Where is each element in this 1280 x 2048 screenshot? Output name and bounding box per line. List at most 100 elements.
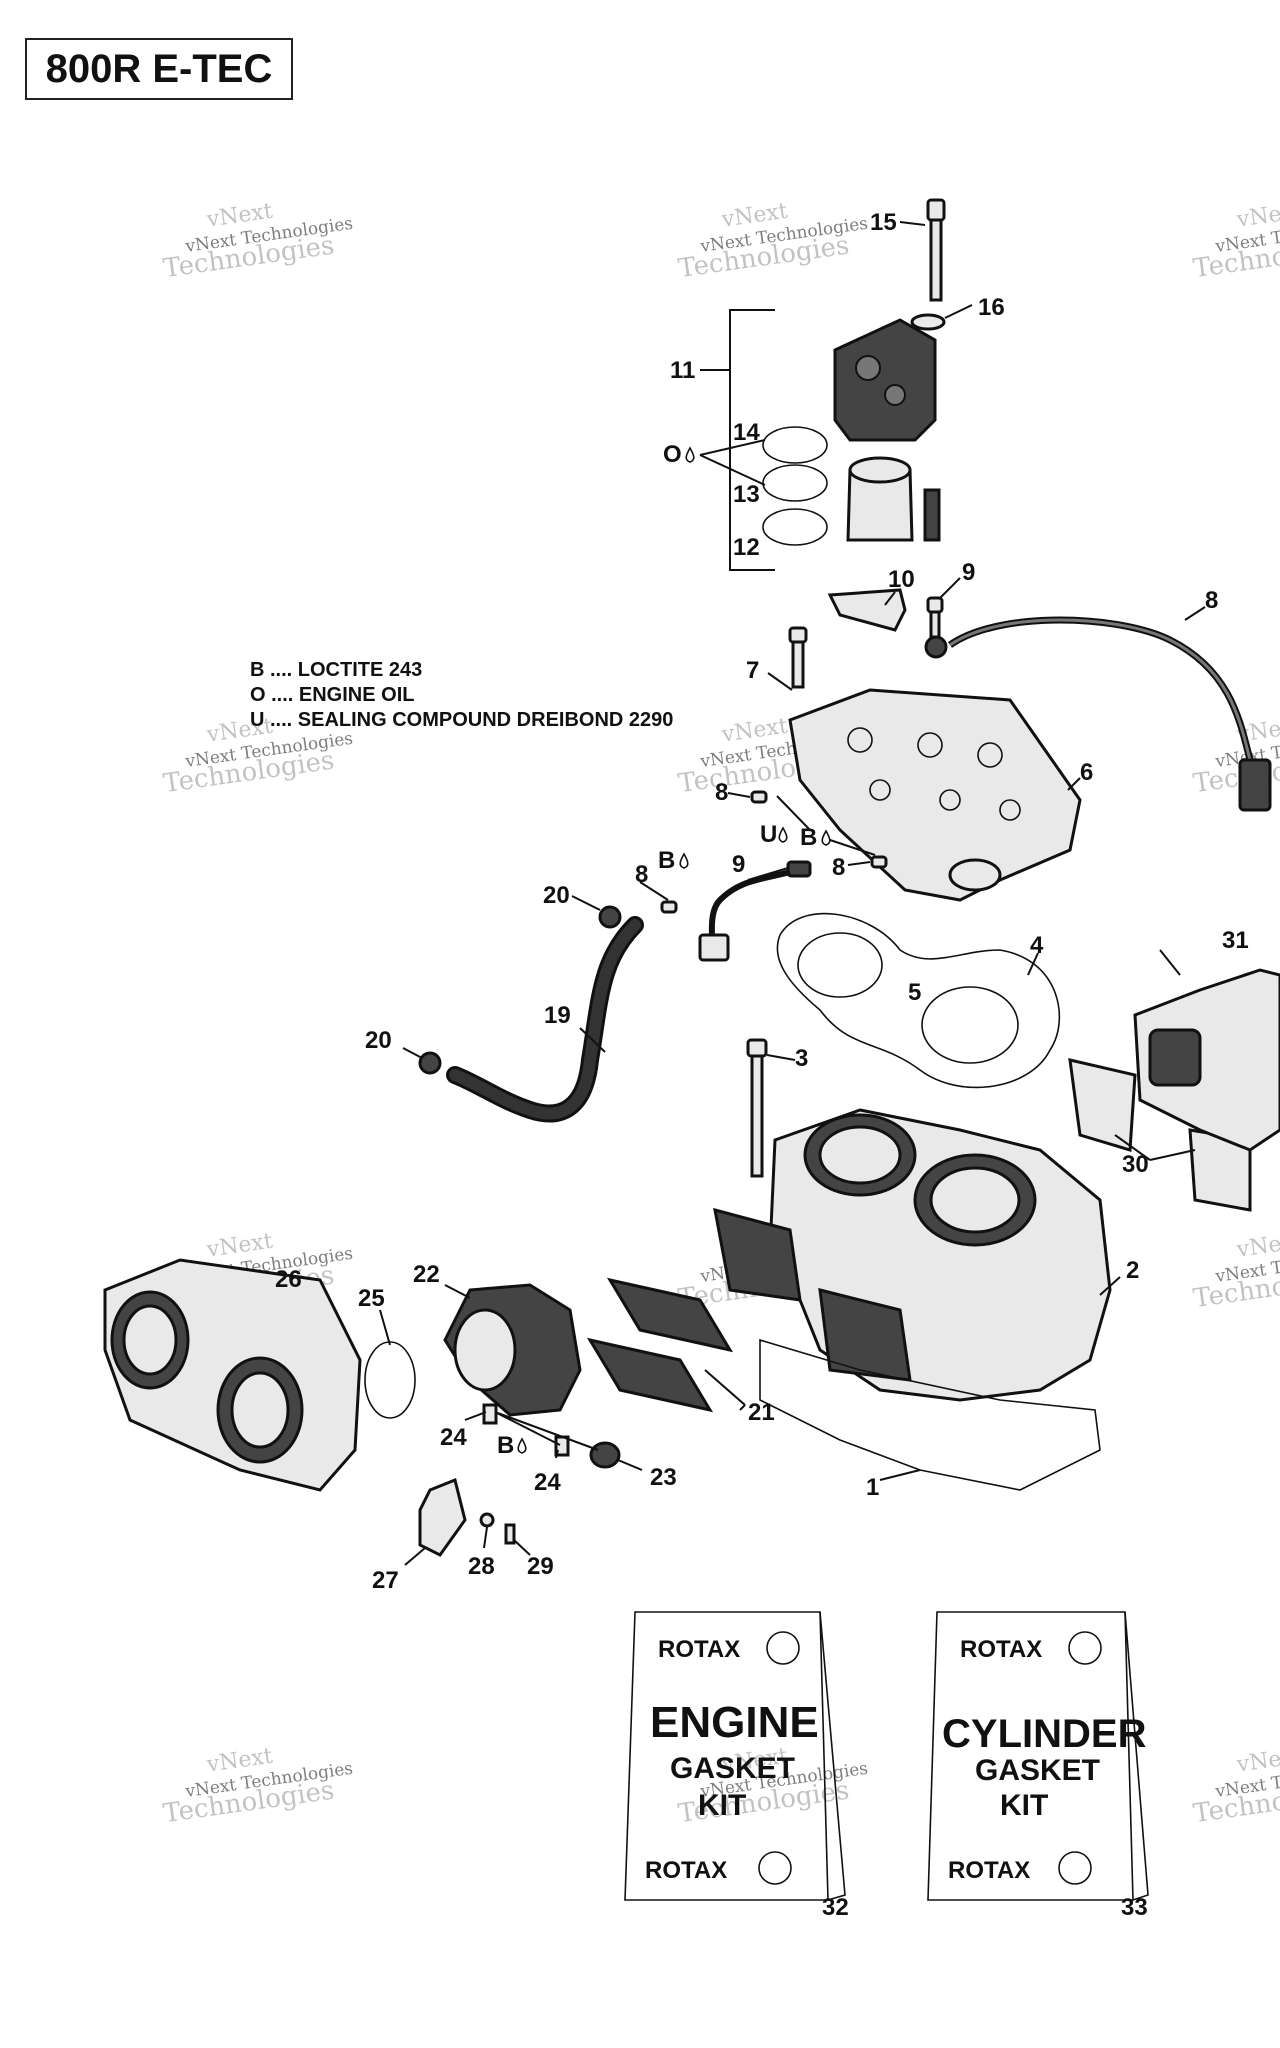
kit-brand: ROTAX — [645, 1857, 727, 1884]
part-30-gasket — [1068, 1058, 1137, 1152]
application-markers: O B U B B — [497, 441, 831, 1459]
engine-gasket-kit: ROTAX ENGINE GASKET KIT ROTAX 32 — [624, 1611, 849, 1921]
watermark: vNext vNext Technologies Technologies — [161, 199, 354, 284]
callout-31: 31 — [1222, 927, 1249, 954]
part-3-bolt — [746, 1038, 768, 1178]
part-18-washer — [910, 313, 946, 331]
kit-title: ENGINE — [650, 1698, 819, 1747]
drop-icon — [778, 826, 788, 843]
callout-28: 28 — [468, 1553, 495, 1580]
part-2-cylinder-block — [713, 1108, 1112, 1402]
part-27-sensor — [418, 1477, 467, 1557]
brp-logo-icon — [758, 1851, 792, 1885]
watermark-line: vNext — [1234, 1744, 1280, 1778]
callout-22: 22 — [413, 1261, 440, 1288]
callout-16: 14 — [733, 419, 760, 446]
callout-17: 15 — [870, 209, 897, 236]
callout-25: 25 — [358, 1285, 385, 1312]
part-8-plug — [750, 790, 768, 804]
part-24-screw — [482, 1403, 498, 1425]
leader-lines — [379, 221, 1206, 1566]
drop-icon — [821, 829, 831, 846]
watermark: vNext vNext Technologies Technologies — [161, 1744, 354, 1829]
legend: B .... LOCTITE 243 O .... ENGINE OIL U .… — [250, 659, 673, 731]
kit-subtitle: GASKET — [975, 1754, 1100, 1787]
part-20-clamp — [418, 1051, 442, 1075]
callout-8: 8 — [635, 861, 648, 888]
watermarks: vNext vNext Technologies Technologies vN… — [161, 199, 1280, 1829]
part-20-clamp — [598, 905, 622, 929]
part-8-plug — [660, 900, 678, 914]
callout-11: 9 — [962, 559, 975, 586]
part-26-throttle-body — [103, 1258, 362, 1492]
part-28-o-ring — [479, 1512, 495, 1528]
callout-29: 29 — [527, 1553, 554, 1580]
callouts: 15 16 11 14 13 12 10 9 8 7 6 8 8 9 8 20 … — [275, 209, 1249, 1594]
marker-loctite: B — [800, 824, 817, 851]
callout-9: 9 — [732, 851, 745, 878]
callout-1: 1 — [866, 1474, 879, 1501]
callout-19: 19 — [544, 1002, 571, 1029]
kit-title: CYLINDER — [942, 1712, 1147, 1756]
brp-logo-icon — [1058, 1851, 1092, 1885]
part-29-screw — [504, 1523, 516, 1545]
brp-logo-icon — [766, 1631, 800, 1665]
part-21-reed-valve — [586, 1277, 734, 1413]
part-7-bolt — [788, 626, 808, 689]
drop-icon — [517, 1437, 527, 1454]
part-17-bolt — [926, 198, 946, 302]
marker-engine-oil: O — [663, 441, 682, 468]
part-1-base-gasket — [759, 1338, 1101, 1491]
callout-4: 4 — [1030, 932, 1044, 959]
kit-brand: ROTAX — [658, 1636, 740, 1663]
callout-13: 11 — [670, 357, 695, 384]
part-8-plug — [870, 855, 888, 869]
callout-8: 8 — [832, 854, 845, 881]
callout-21: 21 — [748, 1399, 775, 1426]
legend-item-o: O .... ENGINE OIL — [250, 684, 414, 706]
marker-loctite: B — [497, 1432, 514, 1459]
callout-10: 8 — [1205, 587, 1218, 614]
drop-icon — [685, 446, 695, 463]
part-13-housing — [833, 318, 937, 442]
kit-brand: ROTAX — [960, 1636, 1042, 1663]
kit-subtitle: KIT — [1000, 1789, 1048, 1822]
callout-24: 24 — [534, 1469, 561, 1496]
part-4-head-gasket — [776, 912, 1061, 1089]
kit-brand: ROTAX — [948, 1857, 1030, 1884]
watermark: vNext vNext Technologies Technologies — [1191, 199, 1280, 284]
marker-sealing-compound: U — [760, 821, 777, 848]
callout-18: 16 — [978, 294, 1005, 321]
watermark: vNext vNext Technologies Technologies — [1191, 1744, 1280, 1829]
part-22-intake-adapter — [443, 1283, 582, 1417]
callout-6: 6 — [1080, 759, 1093, 786]
callout-8: 8 — [715, 779, 728, 806]
callout-2: 2 — [1126, 1257, 1139, 1284]
part-10-sensor-cable — [924, 616, 1272, 812]
marker-loctite: B — [658, 847, 675, 874]
watermark-line: vNext — [1234, 199, 1280, 233]
callout-32: 32 — [822, 1894, 849, 1921]
part-16-o-ring — [762, 426, 828, 464]
drop-icon — [679, 852, 689, 869]
callout-15: 13 — [733, 481, 760, 508]
exhaust-valve-actuator — [846, 456, 941, 542]
part-12-gasket — [827, 588, 907, 632]
callout-27: 27 — [372, 1567, 399, 1594]
callout-20: 20 — [543, 882, 570, 909]
callout-3: 3 — [795, 1045, 808, 1072]
kit-subtitle: KIT — [698, 1789, 746, 1822]
legend-item-u: U .... SEALING COMPOUND DREIBOND 2290 — [250, 709, 673, 731]
part-11-bolt — [926, 596, 944, 639]
watermark: vNext vNext Technologies Technologies — [676, 199, 869, 284]
callout-5: 5 — [908, 979, 921, 1006]
diagram-title: 800R E-TEC — [25, 38, 293, 100]
part-23-grommet — [589, 1441, 621, 1469]
kit-subtitle: GASKET — [670, 1752, 795, 1785]
part-6-cylinder-head — [788, 688, 1082, 902]
callout-7: 7 — [746, 657, 759, 684]
callout-33: 33 — [1121, 1894, 1148, 1921]
part-14-o-ring — [762, 508, 828, 546]
watermark: vNext vNext Technologies Technologies — [1191, 1229, 1280, 1314]
